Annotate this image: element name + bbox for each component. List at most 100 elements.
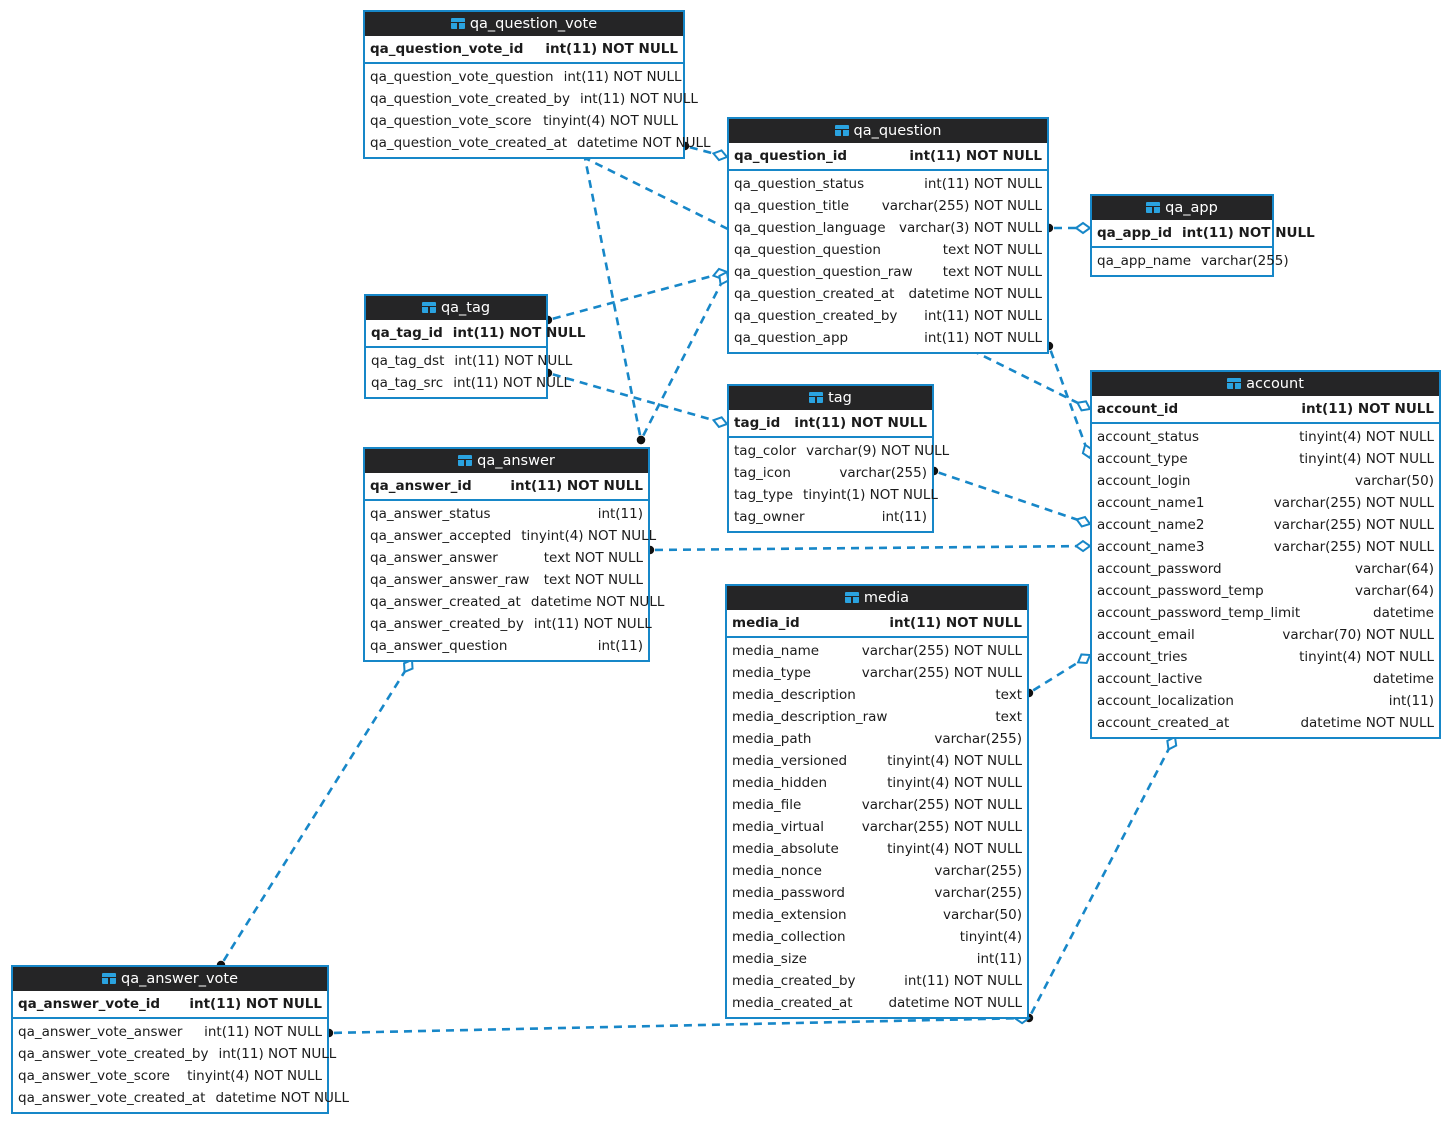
column-type: varchar(50) [1354,473,1434,489]
column-type: datetime NOT NULL [215,1090,349,1106]
entity-header-qa_app[interactable]: qa_app [1092,196,1272,220]
column-type: tinyint(4) NOT NULL [543,113,678,129]
relationship-rel-tag-owner [929,466,1092,528]
entity-header-account[interactable]: account [1092,372,1439,396]
entity-header-tag[interactable]: tag [729,386,932,410]
entity-header-qa_answer[interactable]: qa_answer [365,449,648,473]
entity-header-qa_question_vote[interactable]: qa_question_vote [365,12,683,36]
table-icon [421,302,436,313]
entity-header-qa_answer_vote[interactable]: qa_answer_vote [13,967,327,991]
column-type: varchar(255) [934,885,1022,901]
column-type: varchar(3) NOT NULL [898,220,1042,236]
column-name: qa_answer_vote_answer [18,1024,183,1040]
entity-header-qa_question[interactable]: qa_question [729,119,1047,143]
column-type: varchar(255) NOT NULL [1273,517,1434,533]
entity-header-media[interactable]: media [727,586,1027,610]
entity-header-qa_tag[interactable]: qa_tag [366,296,546,320]
column-name: qa_tag_dst [371,353,445,369]
column-type: int(11) [597,638,643,654]
